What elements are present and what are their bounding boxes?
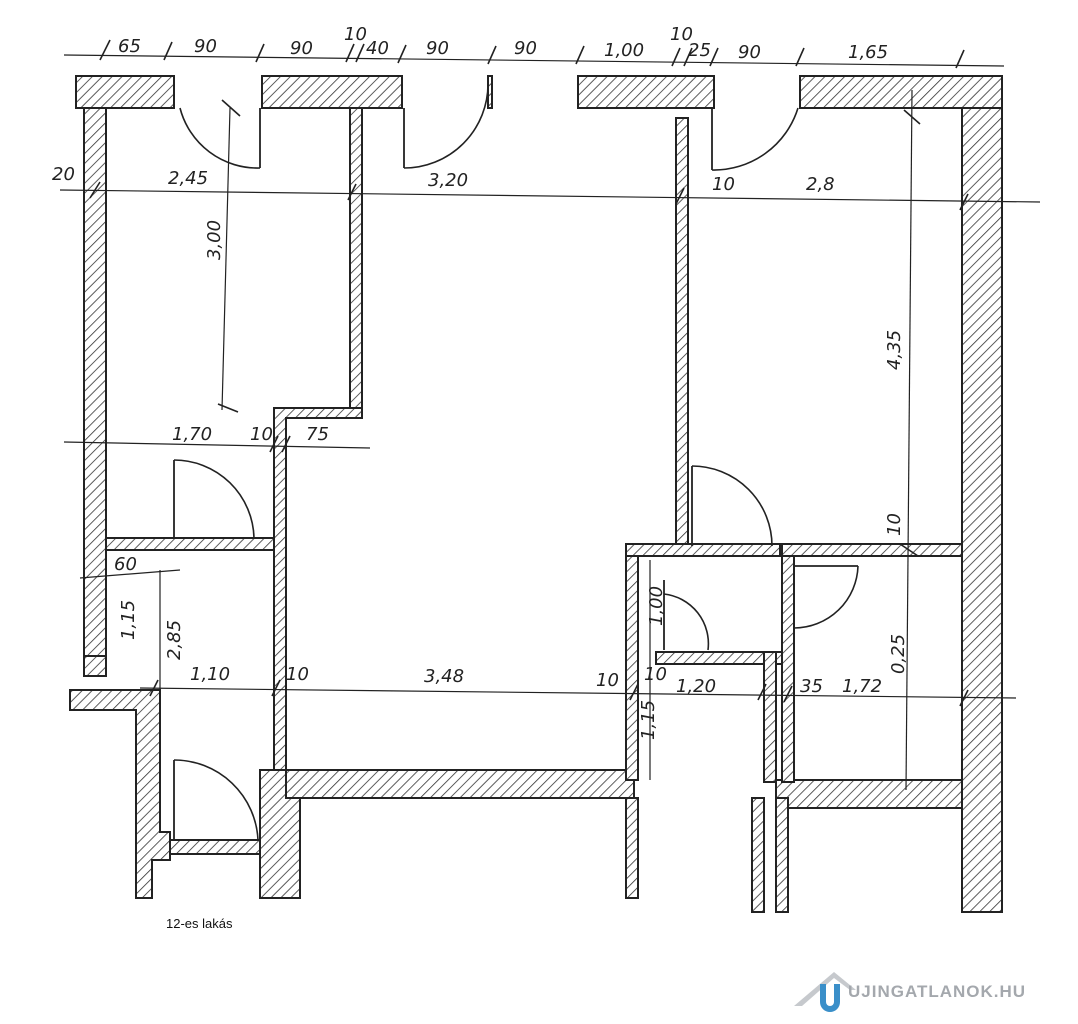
- wall-bottom-right: [775, 779, 963, 809]
- dim-vert-6: 0,25: [888, 634, 909, 674]
- dim-lower-4: 10: [644, 664, 667, 685]
- wall-entrance-bottom: [169, 839, 261, 855]
- dim-top-0: 65: [118, 36, 141, 57]
- dim-vert-0: 3,00: [204, 220, 225, 260]
- wall-top-5: [799, 75, 1003, 109]
- door-room1: [179, 107, 261, 169]
- dim-lower-6: 35: [800, 676, 823, 697]
- dimension-ticks: [89, 39, 969, 707]
- door-room2: [403, 83, 489, 169]
- dim-vert-2: 10: [884, 513, 905, 536]
- dim-vert-1: 4,35: [884, 330, 905, 370]
- dim-lower-7: 1,72: [842, 676, 882, 697]
- door-wc: [173, 459, 255, 539]
- wall-pipe-3: [775, 797, 789, 913]
- dim-upper-3: 10: [712, 174, 735, 195]
- dim-mid-3: 60: [114, 554, 137, 575]
- wall-entrance-left: [69, 689, 171, 899]
- dim-lower-3: 10: [596, 670, 619, 691]
- wall-room-right-bottom: [781, 543, 963, 557]
- dim-mid-0: 1,70: [172, 424, 212, 445]
- door-bath: [663, 580, 710, 651]
- wall-bath-right: [781, 555, 795, 783]
- wall-top-1: [75, 75, 175, 109]
- dim-top-11: 1,65: [848, 42, 888, 63]
- watermark-text: UJINGATLANOK.HU: [848, 982, 1027, 1001]
- dim-upper-4: 2,8: [806, 174, 835, 195]
- wall-top-3: [487, 75, 493, 109]
- wall-bath-left: [625, 543, 639, 781]
- watermark-logo-icon: [794, 972, 856, 1012]
- wall-top-2: [261, 75, 403, 109]
- plan-caption: 12-es lakás: [166, 916, 233, 931]
- dim-top-8: 10: [670, 24, 693, 45]
- door-entrance: [173, 759, 259, 841]
- wall-pipe-1: [625, 797, 639, 899]
- wall-pipe-2: [751, 797, 765, 913]
- dimension-labels: 65 90 90 10 40 90 90 1,00 10 25 90 1,65 …: [52, 24, 909, 740]
- dim-top-10: 90: [738, 42, 761, 63]
- dim-lower-1: 10: [286, 664, 309, 685]
- dim-top-9: 25: [688, 40, 711, 61]
- dim-upper-0: 20: [52, 164, 75, 185]
- dim-top-1: 90: [194, 36, 217, 57]
- dim-mid-2: 75: [306, 424, 329, 445]
- wall-bath-vert: [763, 651, 777, 783]
- dimension-lines: [59, 39, 1041, 791]
- door-room3-inner: [691, 465, 773, 547]
- wall-step: [273, 407, 363, 771]
- wall-left: [83, 107, 107, 671]
- dim-top-4: 40: [366, 38, 389, 59]
- dim-mid-1: 10: [250, 424, 273, 445]
- doors: [173, 83, 859, 841]
- dim-lower-5: 1,20: [676, 676, 716, 697]
- wall-wc-left-bottom: [83, 655, 107, 677]
- door-storage: [793, 565, 859, 629]
- door-room3: [711, 107, 799, 171]
- dim-vert-3: 1,15: [118, 600, 139, 640]
- dim-vert-5: 1,00: [646, 586, 667, 626]
- walls: [69, 75, 1003, 913]
- dim-lower-0: 1,10: [190, 664, 230, 685]
- dim-top-5: 90: [426, 38, 449, 59]
- dim-vert-7: 1,15: [638, 700, 659, 740]
- wall-div-right: [675, 117, 689, 547]
- wall-wc-top: [105, 537, 275, 551]
- dim-top-2: 90: [290, 38, 313, 59]
- wall-bottom: [285, 769, 635, 799]
- wall-div-left: [349, 107, 363, 409]
- dim-upper-1: 2,45: [168, 168, 208, 189]
- dim-upper-2: 3,20: [428, 170, 468, 191]
- wall-right: [961, 107, 1003, 913]
- dim-top-3: 10: [344, 24, 367, 45]
- dim-top-6: 90: [514, 38, 537, 59]
- wall-top-4: [577, 75, 715, 109]
- dim-lower-2: 3,48: [424, 666, 464, 687]
- dim-top-7: 1,00: [604, 40, 644, 61]
- wall-bath-top: [625, 543, 781, 557]
- dim-vert-4: 2,85: [164, 620, 185, 660]
